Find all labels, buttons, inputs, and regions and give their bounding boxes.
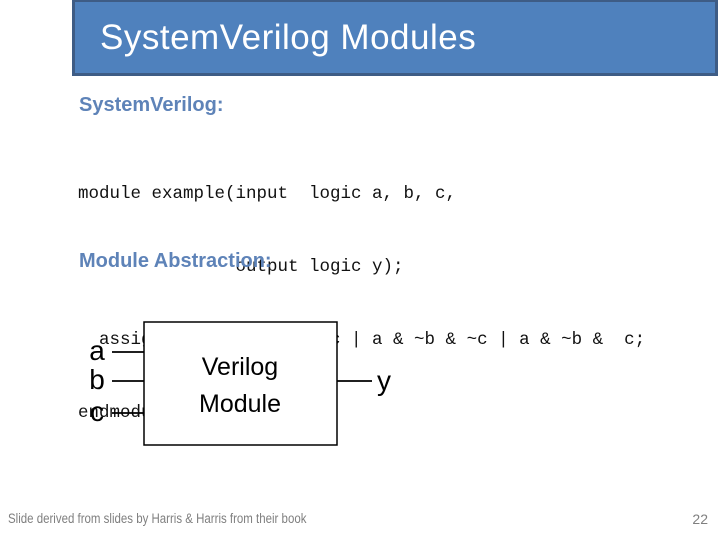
input-label-b: b [89, 364, 105, 395]
slide-title: SystemVerilog Modules [100, 17, 477, 57]
heading-systemverilog: SystemVerilog: [79, 94, 224, 116]
module-box-label-line1: Verilog [202, 353, 278, 381]
code-line-1: module example(input logic a, b, c, [78, 183, 457, 204]
module-box-label-line2: Module [199, 390, 281, 418]
output-label-y: y [377, 365, 391, 396]
code-line-2: output logic y); [78, 257, 404, 278]
input-label-a: a [89, 335, 105, 366]
verilog-module-diagram: Verilog Module a b c y [89, 321, 391, 446]
heading-module-abstraction: Module Abstraction: [79, 250, 272, 272]
slide-title-bar: SystemVerilog Modules [72, 0, 718, 76]
input-label-c: c [90, 396, 104, 427]
page-number: 22 [692, 511, 708, 527]
module-box [143, 321, 338, 446]
footer-credit: Slide derived from slides by Harris & Ha… [8, 511, 307, 526]
